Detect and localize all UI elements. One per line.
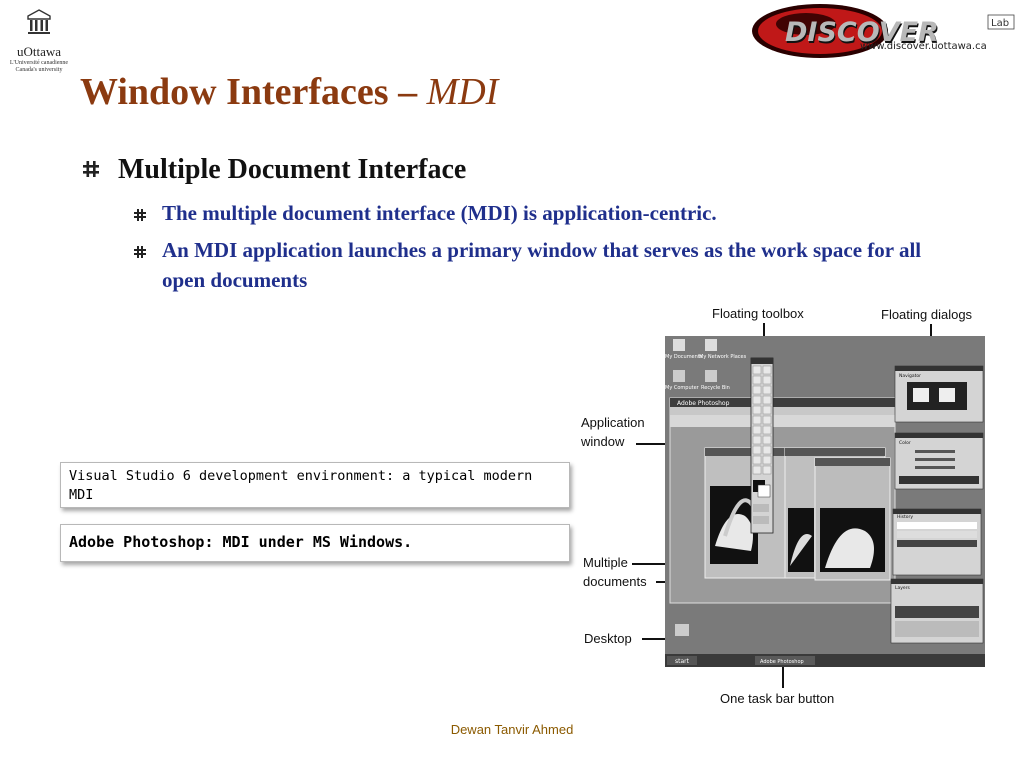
uottawa-sub-en: Canada's university [15,67,63,73]
photoshop-screenshot: My Documents My Network Places My Comput… [665,336,985,667]
discover-lab: Lab [991,18,1009,29]
title-italic: MDI [426,71,499,113]
taskbar-photoshop-button[interactable]: Adobe Photoshop [760,659,804,665]
uottawa-sub-fr: L'Université canadienne [9,60,69,66]
desktop-icon-recycle[interactable]: Recycle Bin [701,385,730,391]
uottawa-name: uOttawa [16,44,62,59]
label-floating-dialogs: Floating dialogs [881,307,973,322]
label-documents: documents [583,574,647,589]
label-multiple: Multiple [583,555,628,570]
discover-word: DISCOVER [785,17,939,48]
footer-author: Dewan Tanvir Ahmed [450,722,574,737]
caption-photoshop: Adobe Photoshop: MDI under MS Windows. [60,524,570,562]
app-window-title: Adobe Photoshop [677,400,730,407]
uottawa-crest-icon [27,9,51,34]
discover-url: www.discover.uottawa.ca [860,41,987,52]
pointer-line [782,664,784,688]
label-floating-toolbox: Floating toolbox [712,306,804,321]
bullet-icon [83,161,99,177]
desktop-icon-computer[interactable]: My Computer [665,385,700,391]
desktop-icon-network[interactable]: My Network Places [699,354,747,360]
bullet-level2-1: The multiple document interface (MDI) is… [162,201,717,225]
panel-navigator-tab[interactable]: Navigator [899,373,921,379]
panel-layers-tab[interactable]: Layers [895,585,911,591]
label-application: Application [581,415,645,430]
panel-color-tab[interactable]: Color [899,440,911,446]
sub-bullet-icon [134,246,146,258]
pointer-line [636,443,678,445]
desktop-icon-my-documents[interactable]: My Documents [665,354,703,360]
photoshop-screenshot-drawing: My Documents My Network Places My Comput… [665,336,985,667]
panel-history-tab[interactable]: History [897,514,913,520]
desktop-icons: My Documents My Network Places My Comput… [665,339,747,391]
page-title: Window Interfaces – MDI [80,70,498,114]
taskbar-start-button[interactable]: start [675,658,690,665]
label-window: window [581,434,625,449]
uottawa-logo: uOttawa L'Université canadienne Canada's… [8,8,70,74]
label-desktop: Desktop [584,631,632,646]
sub-bullet-icon [134,209,146,221]
discover-lab-logo: DISCOVER DISCOVER Lab www.discover.uotta… [752,4,1015,58]
label-taskbar-button: One task bar button [720,691,835,706]
caption-visual-studio: Visual Studio 6 development environment:… [60,462,570,508]
svg-text:DISCOVER: DISCOVER [786,19,940,50]
bullet-level1: Multiple Document Interface [118,154,467,185]
bullet-level2-2: An MDI application launches a primary wi… [162,238,922,292]
title-main: Window Interfaces – [80,71,427,113]
